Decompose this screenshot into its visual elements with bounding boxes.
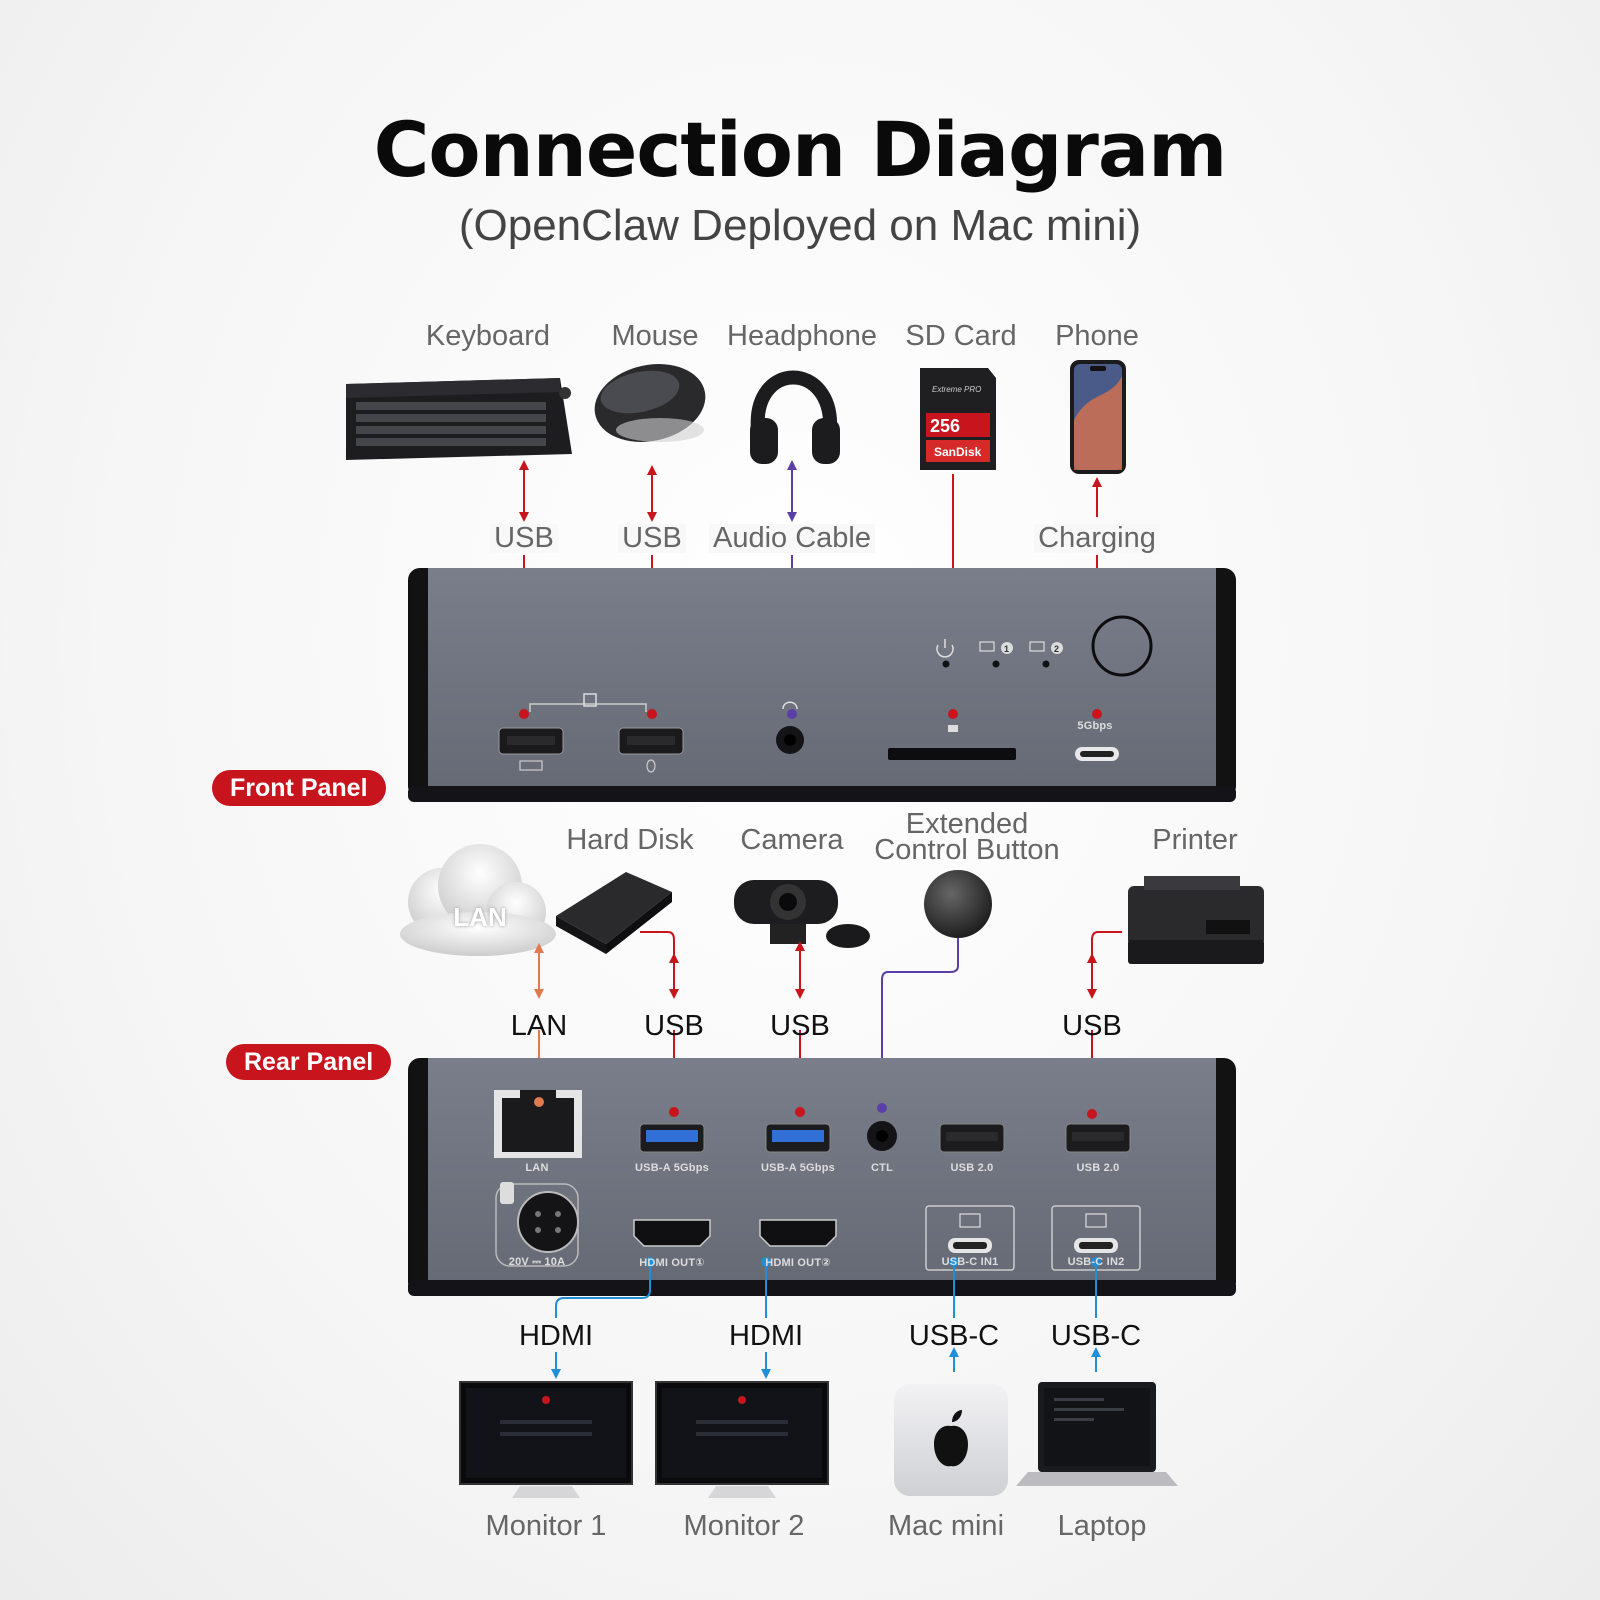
phone-connection-label: Charging [1034,524,1160,553]
keyboard-connection-label: USB [490,524,558,553]
svg-text:1: 1 [1004,644,1009,654]
rear-usba1-port-label: USB-A 5Gbps [635,1162,709,1174]
rear-usbc1-port-label: USB-C IN1 [941,1256,999,1268]
monitor-1-label: Monitor 1 [485,1510,607,1542]
control-button-icon [924,870,992,938]
front-panel: 1 2 [408,568,1236,802]
sd-card-icon: 256 Extreme PRO SanDisk [920,368,996,470]
rear-usbc2-port-label: USB-C IN2 [1067,1256,1125,1268]
hard-disk-icon [556,872,672,954]
mouse-connection-label: USB [618,524,686,553]
lan-connection-label: LAN [510,1010,568,1042]
rear-panel-badge: Rear Panel [226,1044,392,1080]
phone-icon [1070,360,1126,474]
camera-label: Camera [740,824,844,856]
sd-line: Extreme PRO [932,385,981,394]
rear-lan-port-label: LAN [525,1162,549,1174]
laptop-icon [1016,1382,1178,1486]
rear-usba2-port-label: USB-A 5Gbps [761,1162,835,1174]
cloud-icon [400,844,556,956]
monitor-2-label: Monitor 2 [683,1510,805,1542]
front-panel-badge: Front Panel [212,770,386,806]
rear-usb20a-port-label: USB 2.0 [950,1162,994,1174]
phone-label: Phone [1055,320,1139,352]
headphone-label: Headphone [727,320,877,352]
monitor-2-connection-label: HDMI [728,1320,804,1352]
rear-ctl-port-label: CTL [871,1162,893,1174]
mouse-icon [594,364,706,442]
printer-icon [1128,876,1264,964]
control-button-label-line2: Control Button [874,834,1060,866]
page-subtitle: (OpenClaw Deployed on Mac mini) [458,201,1142,250]
laptop-connection-label: USB-C [1050,1320,1142,1352]
monitor-1-connection-label: HDMI [518,1320,594,1352]
rear-hdmi2-port-label: HDMI OUT② [765,1257,831,1269]
monitor-1-icon [459,1381,633,1498]
mac-mini-icon [894,1384,1008,1496]
rear-hdmi1-port-label: HDMI OUT① [639,1257,705,1269]
rear-bottom-connection-lines [551,1262,1101,1379]
mac-mini-label: Mac mini [887,1510,1005,1542]
control-button-label-line1: Extended [905,808,1029,840]
sd-capacity: 256 [930,416,960,436]
printer-label: Printer [1152,824,1238,856]
printer-connection-label: USB [1062,1010,1122,1042]
rear-usb20b-port-label: USB 2.0 [1076,1162,1120,1174]
rear-power-port-label: 20V ⎓ 10A [508,1256,566,1268]
sd-brand: SanDisk [934,445,982,459]
hard-disk-label: Hard Disk [566,824,694,856]
front-usbc-speed-label: 5Gbps [1077,720,1113,732]
page-title: Connection Diagram [373,105,1228,194]
hard-disk-connection-label: USB [644,1010,704,1042]
headphone-connection-label: Audio Cable [709,524,875,553]
lan-cloud-label: LAN [453,902,507,932]
mac-mini-connection-label: USB-C [908,1320,1000,1352]
svg-text:2: 2 [1054,644,1059,654]
rear-panel [408,1058,1236,1296]
monitor-2-icon [655,1381,829,1498]
camera-connection-label: USB [770,1010,830,1042]
mouse-label: Mouse [611,320,699,352]
sd-card-label: SD Card [905,320,1017,352]
headphone-icon [750,370,840,464]
laptop-label: Laptop [1057,1510,1147,1542]
camera-icon [734,880,870,948]
keyboard-icon [346,378,572,460]
keyboard-label: Keyboard [425,320,551,352]
